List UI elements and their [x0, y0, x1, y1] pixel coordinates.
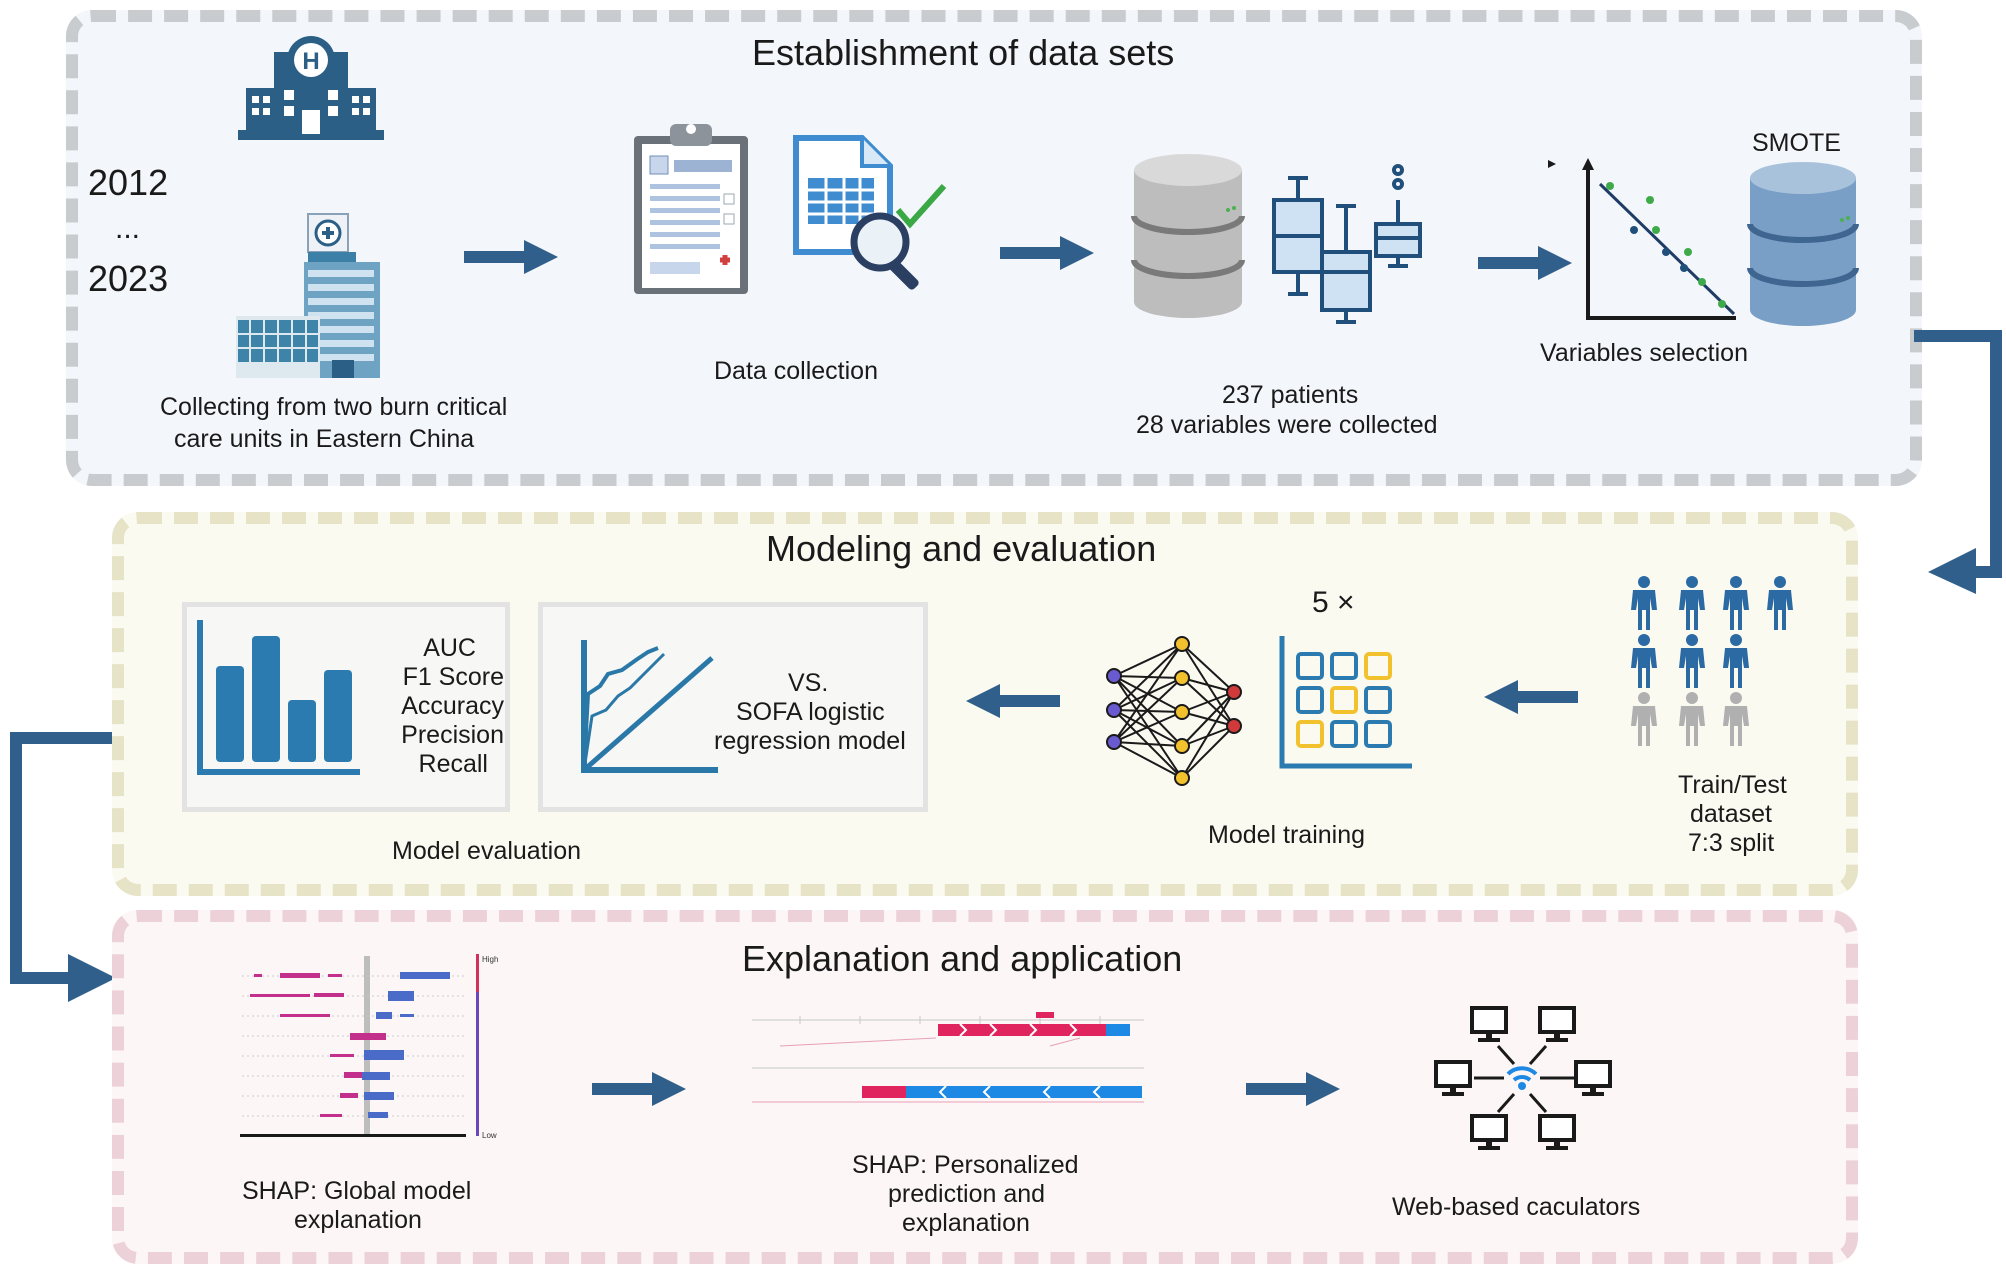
database-smote-icon — [1747, 162, 1859, 326]
vs-line2: SOFA logistic — [736, 698, 885, 726]
network-computers-icon — [1434, 1006, 1612, 1152]
arrow-left-icon — [1484, 680, 1578, 714]
spreadsheet-search-icon — [793, 135, 947, 290]
connector-arrow-icon — [10, 732, 116, 1002]
collecting-line2: care units in Eastern China — [174, 425, 475, 453]
svg-text:H: H — [302, 48, 319, 75]
shap-force-plot — [752, 1012, 1144, 1103]
box-plot-icon — [1272, 164, 1422, 324]
arrow-right-icon — [1246, 1072, 1340, 1106]
arrow-right-icon — [1478, 246, 1572, 280]
model-training-label: Model training — [1208, 821, 1366, 849]
neural-network-icon — [1106, 636, 1242, 786]
global-line2: explanation — [294, 1206, 422, 1234]
shap-high-label: High — [482, 955, 498, 964]
arrow-left-icon — [966, 684, 1060, 718]
personal-line3: explanation — [902, 1209, 1030, 1237]
personal-line2: prediction and — [888, 1180, 1046, 1208]
metric-auc: AUC — [423, 634, 476, 662]
data-collection-label: Data collection — [714, 357, 878, 385]
arrow-right-icon — [1000, 236, 1094, 270]
shap-beeswarm-plot: High Low — [240, 954, 498, 1140]
bar-chart-icon — [197, 620, 360, 775]
modeling-title: Modeling and evaluation — [766, 528, 1157, 569]
variables-selection-label: Variables selection — [1540, 339, 1748, 367]
vs-line1: VS. — [788, 669, 829, 697]
roc-card — [538, 602, 928, 812]
scatter-plot-icon — [1548, 158, 1736, 320]
hospital-icon: H — [238, 36, 384, 140]
clipboard-icon — [634, 124, 748, 294]
split-line2: dataset — [1690, 800, 1773, 828]
database-icon — [1131, 154, 1245, 318]
cross-validation-grid-icon — [1279, 636, 1412, 769]
roc-curve-icon — [581, 640, 718, 773]
vs-line3: regression model — [714, 727, 906, 755]
fold-label: 5 × — [1312, 586, 1355, 619]
explanation-title: Explanation and application — [742, 938, 1183, 979]
collecting-line1: Collecting from two burn critical — [160, 393, 508, 421]
shap-low-label: Low — [482, 1131, 497, 1140]
arrow-right-icon — [592, 1072, 686, 1106]
global-line1: SHAP: Global model — [242, 1177, 472, 1205]
metric-f1: F1 Score — [402, 663, 504, 691]
split-line1: Train/Test — [1678, 771, 1787, 799]
metric-recall: Recall — [418, 750, 488, 778]
establishment-title: Establishment of data sets — [752, 32, 1175, 73]
personal-line1: SHAP: Personalized — [852, 1151, 1079, 1179]
metric-accuracy: Accuracy — [401, 692, 504, 720]
smote-label: SMOTE — [1752, 129, 1841, 157]
year-start: 2012 — [88, 162, 169, 203]
patients-line2: 28 variables were collected — [1136, 411, 1438, 439]
connector-arrow-icon — [1914, 330, 2002, 594]
arrow-right-icon — [464, 240, 558, 274]
split-line3: 7:3 split — [1688, 829, 1775, 857]
people-dataset-icon — [1631, 576, 1793, 746]
year-ellipsis: ... — [115, 212, 141, 245]
hospital-building-icon — [236, 213, 380, 378]
patients-line1: 237 patients — [1222, 381, 1359, 409]
metric-precision: Precision — [401, 721, 504, 749]
year-end: 2023 — [88, 258, 169, 299]
web-calculators-label: Web-based caculators — [1392, 1193, 1641, 1221]
model-evaluation-label: Model evaluation — [392, 837, 582, 865]
